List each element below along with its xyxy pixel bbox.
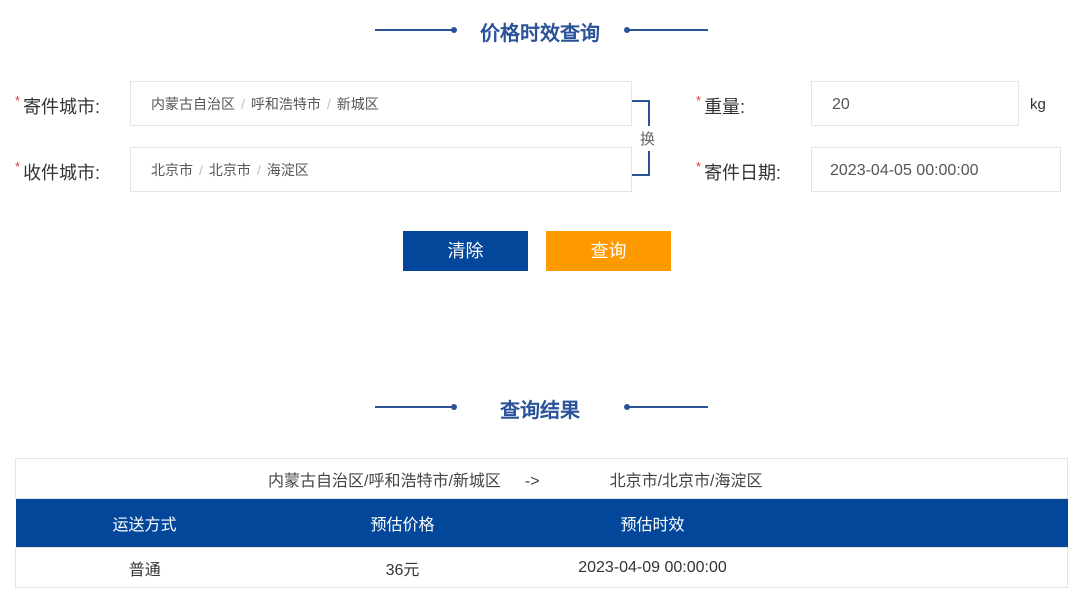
cell-time: 2023-04-09 00:00:00 xyxy=(531,547,774,588)
sender-label: *寄件城市: xyxy=(15,93,101,117)
table-header: 运送方式 预估价格 预估时效 xyxy=(15,498,1068,548)
title-line-left xyxy=(375,29,453,31)
title-dot-right xyxy=(624,27,630,33)
clear-button[interactable]: 清除 xyxy=(403,231,528,271)
date-input[interactable]: 2023-04-05 00:00:00 xyxy=(811,147,1061,192)
page-title: 价格时效查询 xyxy=(480,23,600,45)
weight-input[interactable]: 20 xyxy=(811,81,1019,126)
col-time: 预估时效 xyxy=(531,498,774,548)
weight-unit: kg xyxy=(1030,96,1046,113)
receiver-label: *收件城市: xyxy=(15,159,101,183)
table-row: 普通 36元 2023-04-09 00:00:00 xyxy=(15,547,1068,588)
cell-price: 36元 xyxy=(273,547,532,588)
date-label: *寄件日期: xyxy=(696,159,782,183)
sender-city-input[interactable]: 内蒙古自治区/呼和浩特市/新城区 xyxy=(130,81,632,126)
results-line-left xyxy=(375,406,453,408)
col-price: 预估价格 xyxy=(273,498,532,548)
results-title: 查询结果 xyxy=(500,400,580,422)
title-line-right xyxy=(628,29,708,31)
col-method: 运送方式 xyxy=(15,498,274,548)
receiver-city-input[interactable]: 北京市/北京市/海淀区 xyxy=(130,147,632,192)
route-arrow: -> xyxy=(524,472,540,490)
route-to: 北京市/北京市/海淀区 xyxy=(609,472,763,490)
route-row: 内蒙古自治区/呼和浩特市/新城区 -> 北京市/北京市/海淀区 xyxy=(15,458,1068,499)
query-button[interactable]: 查询 xyxy=(546,231,671,271)
swap-button[interactable]: 换 xyxy=(632,100,662,178)
title-dot-left xyxy=(451,27,457,33)
route-from: 内蒙古自治区/呼和浩特市/新城区 xyxy=(268,472,501,490)
weight-label: *重量: xyxy=(696,93,746,117)
results-table: 内蒙古自治区/呼和浩特市/新城区 -> 北京市/北京市/海淀区 运送方式 预估价格 … xyxy=(15,458,1068,588)
results-line-right xyxy=(628,406,708,408)
cell-method: 普通 xyxy=(15,547,274,588)
col-empty xyxy=(773,498,1068,548)
results-dot-left xyxy=(451,404,457,410)
cell-empty xyxy=(773,547,1068,588)
swap-label: 换 xyxy=(640,126,656,151)
results-dot-right xyxy=(624,404,630,410)
